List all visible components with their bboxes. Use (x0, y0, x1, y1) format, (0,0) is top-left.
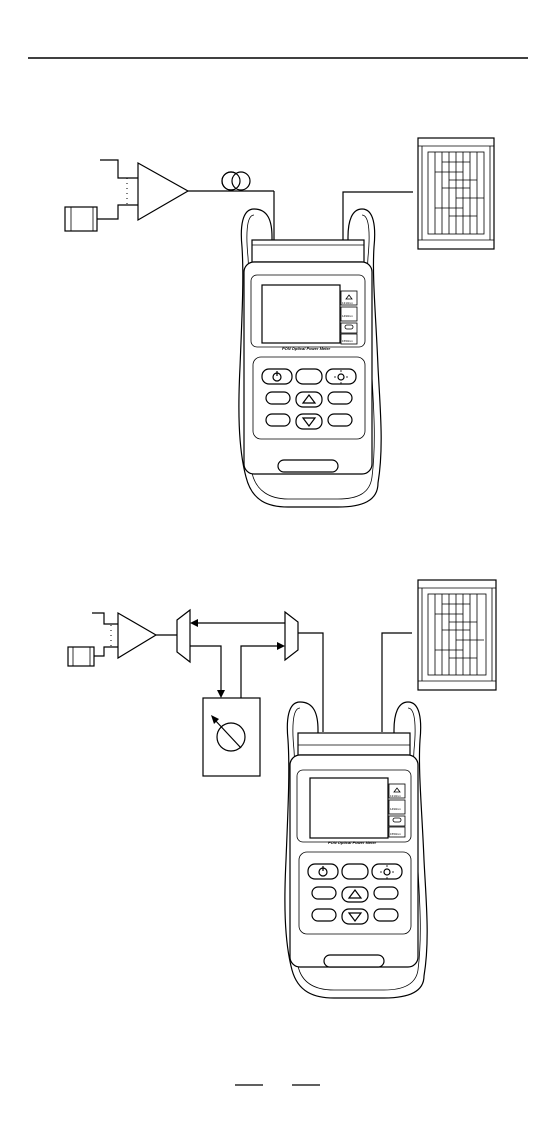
odf-frame-1 (418, 138, 494, 249)
meter-1-screen (262, 285, 340, 343)
power-meter-2: 1310nm 1490nm 1550nm PON Optical Power M… (285, 702, 427, 998)
meter-2-key-6[interactable] (374, 887, 398, 899)
meter-1-key-6[interactable] (328, 392, 352, 404)
meter-1-key-2[interactable] (296, 369, 322, 384)
meter-2-side-label-2: 1490nm (390, 807, 401, 811)
amplifier-2 (118, 613, 156, 658)
meter-2-side-label-3: 1550nm (390, 832, 401, 836)
meter-1-key-7[interactable] (266, 414, 290, 426)
amplifier-1 (138, 163, 188, 220)
fiber-coil-icon (222, 172, 250, 190)
diagram-1: 1310nm 1490nm 1550nm PON Optical Power M… (65, 138, 494, 507)
meter-2-key-7[interactable] (312, 909, 336, 921)
wdm-coupler-right (285, 612, 298, 660)
odf-frame-2 (418, 580, 496, 690)
laser-source-2 (68, 647, 94, 666)
meter-1-model-label: PON Optical Power Meter (282, 346, 331, 351)
meter-1-side-label-1: 1310nm (342, 301, 353, 305)
diagram-2: 1310nm 1490nm 1550nm PON Optical Power M… (68, 580, 496, 998)
meter-2-key-9[interactable] (374, 909, 398, 921)
variable-attenuator (203, 698, 260, 776)
meter-1-key-9[interactable] (328, 414, 352, 426)
power-meter-1: 1310nm 1490nm 1550nm PON Optical Power M… (239, 209, 381, 507)
input-line-bottom-1 (97, 205, 138, 219)
meter-2-key-2[interactable] (342, 864, 368, 879)
input-line-top-1 (100, 160, 138, 178)
meter-2-side-label-1: 1310nm (390, 794, 401, 798)
meter-1-side-label-3: 1550nm (342, 339, 353, 343)
meter-2-key-4[interactable] (312, 887, 336, 899)
meter-2-screen (310, 778, 388, 838)
meter-2-model-label: PON Optical Power Meter (328, 840, 377, 845)
wdm-coupler-left (177, 610, 190, 662)
meter-1-key-4[interactable] (266, 392, 290, 404)
meter-1-side-label-2: 1490nm (342, 314, 353, 318)
laser-source-1 (65, 207, 97, 231)
